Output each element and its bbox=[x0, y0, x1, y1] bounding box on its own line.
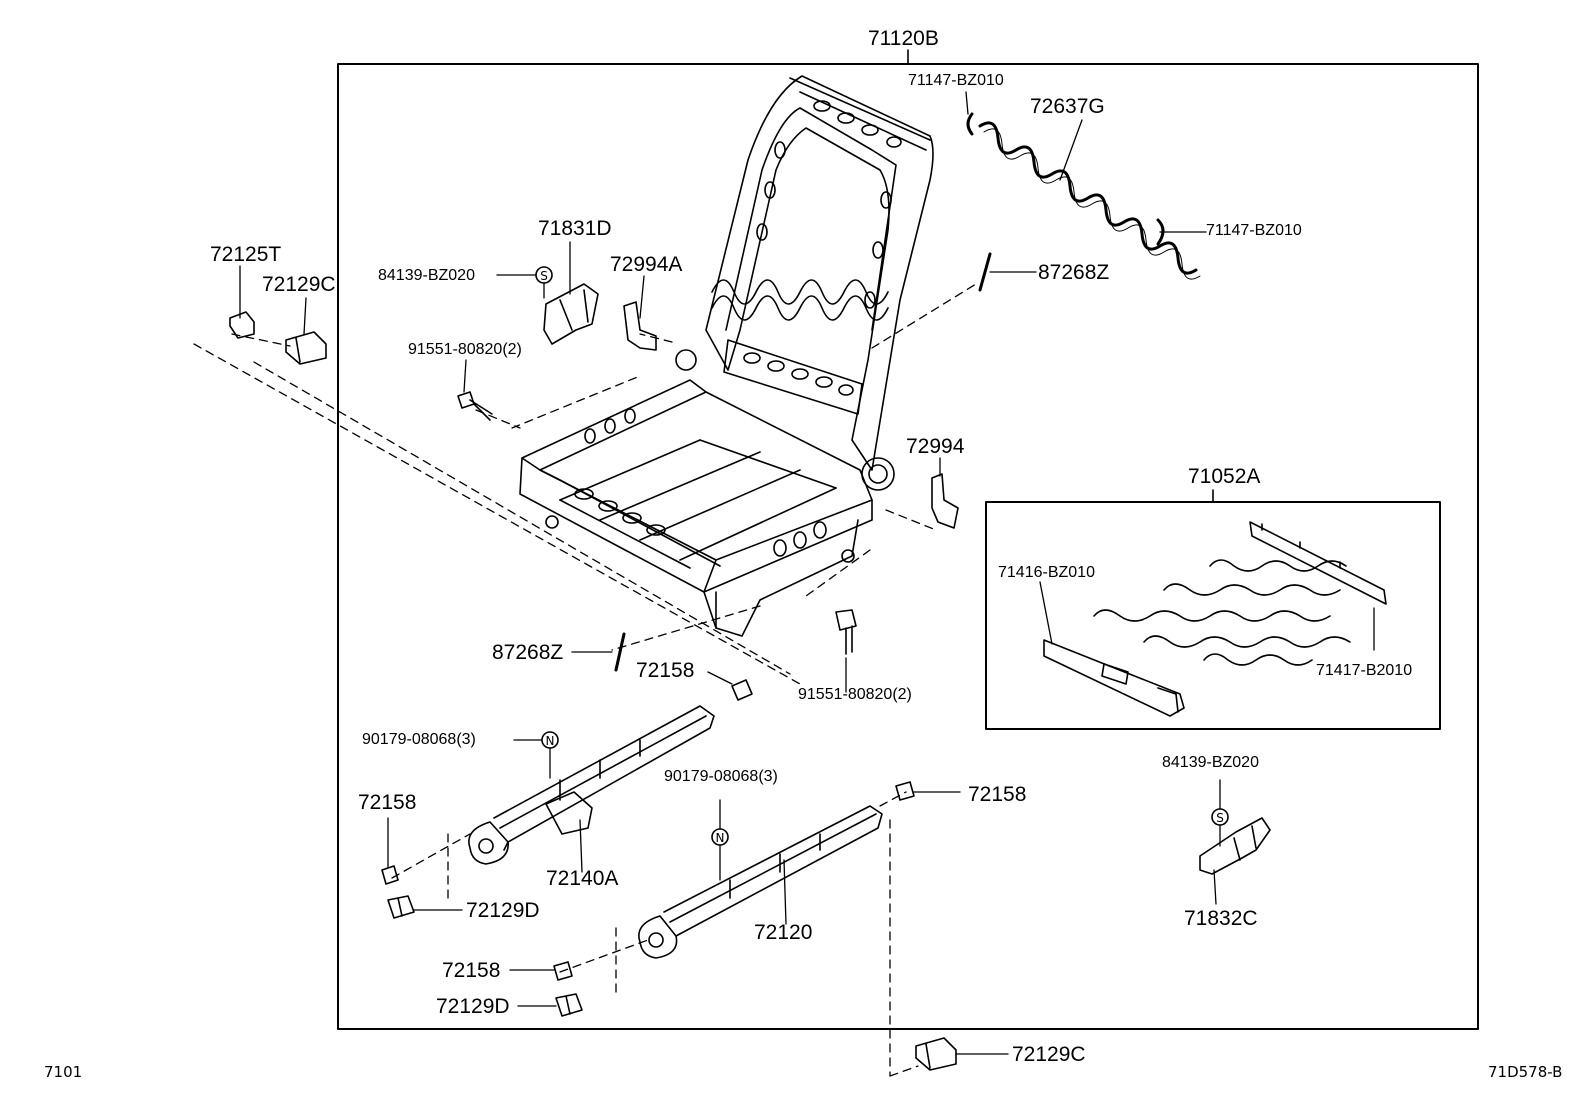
cover-72994 bbox=[931, 473, 959, 529]
label-87268z-top: 87268Z bbox=[1038, 261, 1110, 284]
clip-71147-top bbox=[966, 112, 974, 136]
label-72158-mid: 72158 bbox=[636, 659, 695, 682]
sub-frame-71417 bbox=[1249, 521, 1387, 605]
page-code: 7101 bbox=[44, 1063, 83, 1081]
dashed-lines bbox=[193, 283, 977, 1077]
bolt-91551-right bbox=[835, 609, 857, 655]
wire-pin-87268z-top bbox=[978, 252, 992, 292]
label-72158-left: 72158 bbox=[358, 791, 417, 814]
wire-pin-87268z-bottom bbox=[614, 632, 626, 672]
s-marker-left-letter: S bbox=[540, 269, 548, 283]
label-72125t: 72125T bbox=[210, 243, 282, 266]
label-71120b: 71120B bbox=[868, 27, 939, 50]
label-72129c-top: 72129C bbox=[262, 273, 336, 296]
clip-72158-low bbox=[553, 961, 573, 981]
label-84139-right: 84139-BZ020 bbox=[1162, 754, 1259, 771]
sub-wire-springs bbox=[1093, 559, 1351, 666]
seat-rail-72140a bbox=[468, 705, 715, 865]
n-marker-left-letter: N bbox=[546, 734, 555, 748]
label-71831d: 71831D bbox=[538, 217, 612, 240]
label-90179-right: 90179-08068(3) bbox=[664, 768, 778, 785]
sub-frame-71416 bbox=[1043, 639, 1185, 717]
label-72994a: 72994A bbox=[610, 253, 683, 276]
bolt-91551-left bbox=[457, 391, 493, 421]
s-marker-right-letter: S bbox=[1216, 811, 1224, 825]
bracket-71831d bbox=[543, 283, 599, 345]
seat-back-frame bbox=[675, 75, 934, 491]
n-marker-right-letter: N bbox=[716, 831, 725, 845]
label-91551-right: 91551-80820(2) bbox=[798, 686, 912, 703]
cover-72129c-bottom bbox=[915, 1037, 957, 1071]
label-71416: 71416-BZ010 bbox=[998, 564, 1095, 581]
leader-lines bbox=[239, 91, 1375, 1055]
clip-71147-right bbox=[1156, 218, 1165, 246]
label-87268z-bottom: 87268Z bbox=[492, 641, 564, 664]
cover-72125t bbox=[229, 311, 255, 339]
cover-72994a bbox=[623, 301, 657, 351]
clip-72158-right bbox=[895, 781, 915, 801]
diagram-code: 71D578-B bbox=[1488, 1063, 1563, 1081]
label-72120: 72120 bbox=[754, 921, 813, 944]
label-71147-right: 71147-BZ010 bbox=[1206, 222, 1302, 239]
label-91551-left: 91551-80820(2) bbox=[408, 341, 522, 358]
spring-72637g bbox=[978, 121, 1198, 275]
label-71417: 71417-B2010 bbox=[1316, 662, 1413, 679]
label-72158-right: 72158 bbox=[968, 783, 1027, 806]
label-72129d-low: 72129D bbox=[436, 995, 510, 1018]
label-71052a: 71052A bbox=[1188, 465, 1261, 488]
cover-72129d-upper bbox=[387, 895, 415, 919]
seat-cushion-frame bbox=[519, 379, 873, 637]
main-assembly-frame bbox=[337, 63, 1479, 1030]
label-71147-top: 71147-BZ010 bbox=[908, 72, 1004, 89]
label-72637g: 72637G bbox=[1030, 95, 1105, 118]
label-84139-left: 84139-BZ020 bbox=[378, 267, 475, 284]
clip-72158-left bbox=[381, 865, 399, 885]
cover-72129d-low bbox=[555, 993, 583, 1017]
sub-assembly-box bbox=[985, 501, 1441, 730]
label-72129d-upper: 72129D bbox=[466, 899, 540, 922]
clip-72158-mid bbox=[731, 679, 753, 701]
label-72158-low: 72158 bbox=[442, 959, 501, 982]
label-90179-left: 90179-08068(3) bbox=[362, 731, 476, 748]
seat-rail-72120 bbox=[638, 805, 883, 959]
label-72994: 72994 bbox=[906, 435, 965, 458]
cover-72129c-top bbox=[285, 331, 327, 365]
bracket-71832c bbox=[1199, 817, 1271, 875]
label-72140a: 72140A bbox=[546, 867, 619, 890]
label-71832c: 71832C bbox=[1184, 907, 1258, 930]
label-72129c-bottom: 72129C bbox=[1012, 1043, 1086, 1066]
